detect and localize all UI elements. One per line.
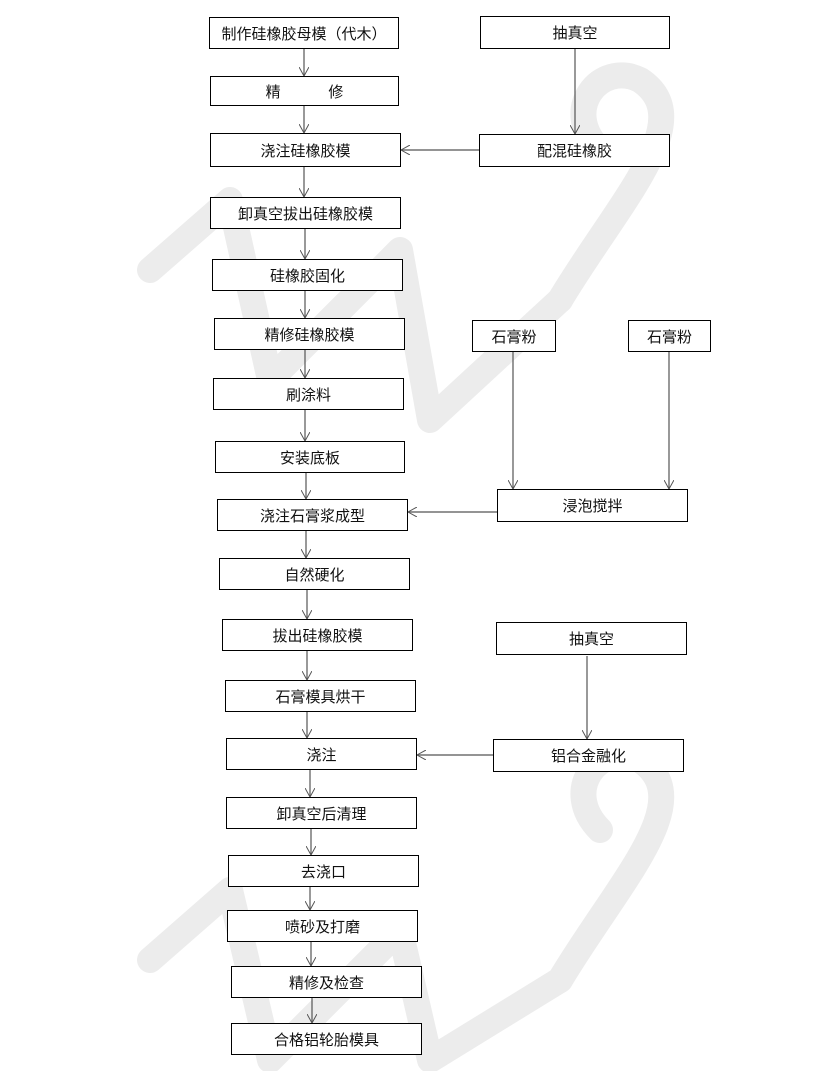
step-qualified-mold: 合格铝轮胎模具 — [231, 1023, 422, 1055]
step-clean-after-vacuum: 卸真空后清理 — [226, 797, 417, 829]
step-pour-gypsum: 浇注石膏浆成型 — [217, 499, 408, 531]
side-soak-stir: 浸泡搅拌 — [497, 489, 688, 522]
step-finish-inspect: 精修及检查 — [231, 966, 422, 998]
side-vacuum-1: 抽真空 — [480, 16, 670, 49]
step-install-base: 安装底板 — [215, 441, 405, 473]
side-gypsum-powder-1: 石膏粉 — [472, 320, 556, 352]
step-pour-silicone-mold: 浇注硅橡胶模 — [210, 133, 401, 167]
step-extract-silicone-mold: 拔出硅橡胶模 — [222, 619, 413, 651]
step-sandblast-polish: 喷砂及打磨 — [227, 910, 418, 942]
step-pour: 浇注 — [226, 738, 417, 770]
step-release-vacuum-extract: 卸真空拔出硅橡胶模 — [210, 197, 401, 229]
step-apply-coating: 刷涂料 — [213, 378, 404, 410]
step-finishing: 精 修 — [210, 76, 399, 106]
side-gypsum-powder-2: 石膏粉 — [628, 320, 711, 352]
side-vacuum-2: 抽真空 — [496, 622, 687, 655]
side-mix-silicone: 配混硅橡胶 — [479, 134, 670, 167]
step-remove-gate: 去浇口 — [228, 855, 419, 887]
step-make-master-mold: 制作硅橡胶母模（代木） — [209, 17, 399, 49]
step-dry-gypsum-mold: 石膏模具烘干 — [225, 680, 416, 712]
side-alloy-melt: 铝合金融化 — [493, 739, 684, 772]
step-finish-silicone-mold: 精修硅橡胶模 — [214, 318, 405, 350]
step-natural-harden: 自然硬化 — [219, 558, 410, 590]
step-silicone-cure: 硅橡胶固化 — [212, 259, 403, 291]
